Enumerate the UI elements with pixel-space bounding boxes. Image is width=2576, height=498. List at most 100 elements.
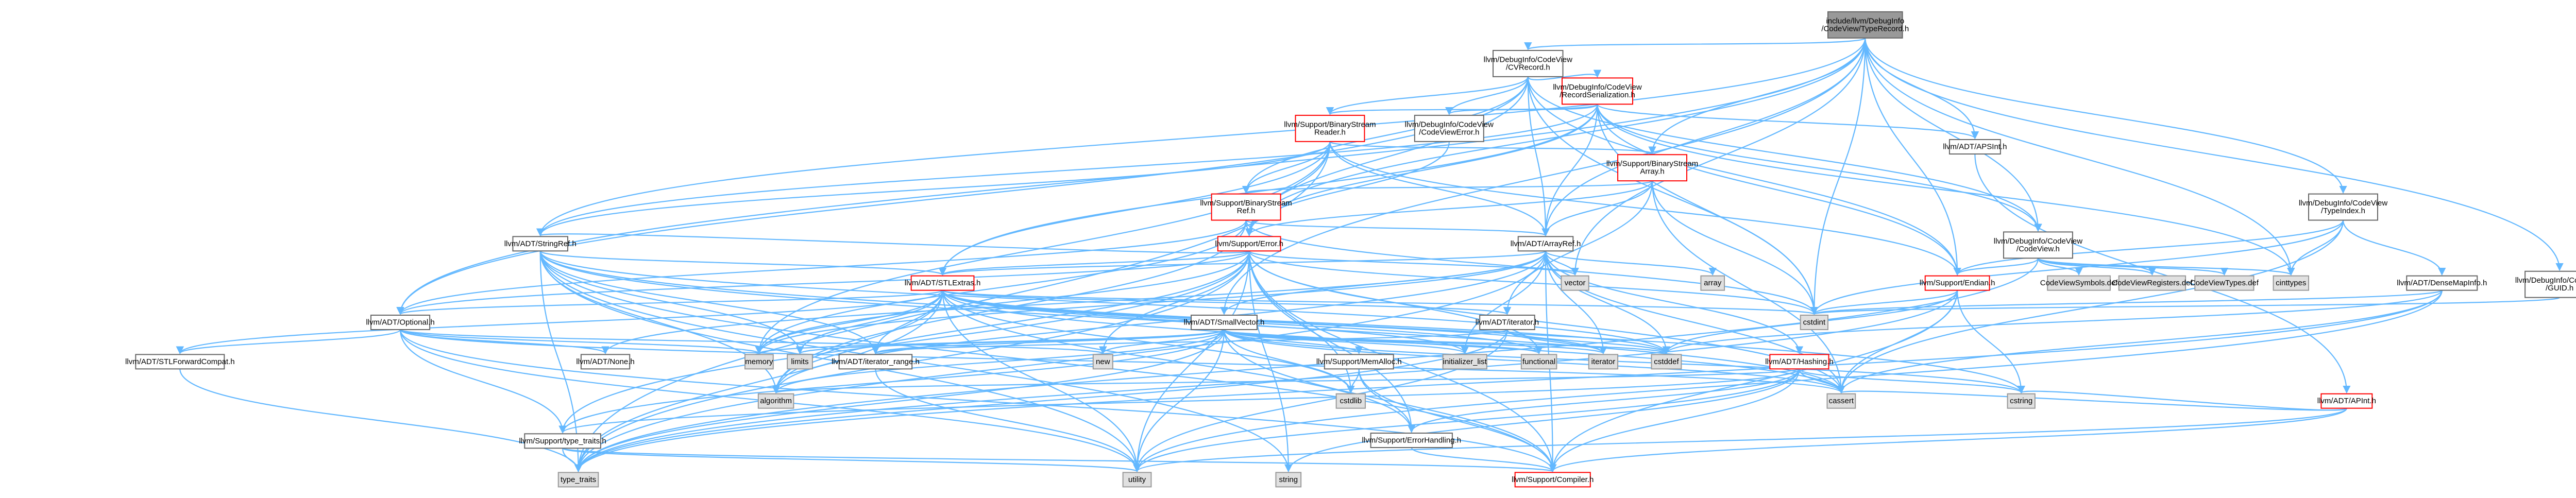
edge-cvrecord-to-arrayref: [1527, 76, 1550, 236]
node-box: [370, 315, 431, 331]
node-label: /RecordSerialization.h: [1560, 91, 1635, 99]
edge-iterator-to-cstddef: [1506, 329, 1670, 354]
node-stringref[interactable]: llvm/ADT/StringRef.h: [504, 236, 577, 252]
node-codeview[interactable]: llvm/DebugInfo/CodeView/CodeView.h: [1994, 231, 2082, 259]
node-iterator[interactable]: llvm/ADT/iterator.h: [1476, 315, 1539, 331]
node-memalloc[interactable]: llvm/Support/MemAlloc.h: [1316, 354, 1402, 370]
node-root[interactable]: include/llvm/DebugInfo/CodeView/TypeReco…: [1821, 11, 1909, 39]
node-label: llvm/Support/type_traits.h: [519, 437, 606, 445]
node-label: llvm/Support/ErrorHandling.h: [1362, 436, 1461, 445]
node-label: llvm/ADT/ArrayRef.h: [1511, 239, 1581, 248]
node-label: array: [1704, 279, 1722, 287]
node-error[interactable]: llvm/Support/Error.h: [1215, 236, 1283, 252]
node-label: llvm/Support/Compiler.h: [1512, 475, 1594, 484]
node-guid[interactable]: llvm/DebugInfo/CodeView/GUID.h: [2515, 270, 2576, 298]
node-label: llvm/DebugInfo/CodeView: [2515, 276, 2576, 285]
node-box: [1562, 77, 1633, 105]
node-label: cstdlib: [1340, 397, 1362, 405]
edge-codeview-to-endian: [1953, 257, 2039, 276]
edge-cvrecord-to-bsref: [1242, 76, 1529, 194]
edge-smallvector-to-type_traits: [574, 329, 1225, 472]
node-label: Ref.h: [1237, 207, 1256, 215]
node-box: [2118, 275, 2187, 291]
edge-recser-to-cstdint: [1597, 104, 1819, 315]
node-box: [1370, 433, 1453, 449]
node-label: llvm/ADT/DenseMapInfo.h: [2397, 279, 2487, 287]
edge-codeview-to-cvsymbols: [2037, 257, 2083, 276]
node-apint[interactable]: llvm/ADT/APInt.h: [2317, 393, 2376, 409]
node-cinttypes: cinttypes: [2273, 275, 2310, 291]
node-densemapinfo[interactable]: llvm/ADT/DenseMapInfo.h: [2397, 275, 2487, 291]
node-box: [557, 472, 599, 488]
node-label: llvm/Support/BinaryStream: [1200, 199, 1292, 208]
node-box: [838, 354, 913, 370]
node-typetraits[interactable]: llvm/Support/type_traits.h: [519, 433, 606, 449]
node-label: llvm/ADT/Optional.h: [366, 318, 434, 327]
node-label: iterator: [1591, 357, 1616, 366]
edge-endian-to-cassert: [1837, 290, 1958, 394]
edge-root-to-cinttypes: [1865, 38, 2295, 276]
node-label: cstring: [2010, 397, 2032, 405]
edge-stringref-to-stlextras: [539, 250, 946, 276]
node-none[interactable]: llvm/ADT/None.h: [576, 354, 635, 370]
node-box: [1517, 236, 1574, 252]
edge-arrayref-to-stlextras: [939, 250, 1547, 276]
node-label: include/llvm/DebugInfo: [1826, 16, 1904, 25]
edge-error-to-string: [1248, 251, 1293, 472]
node-stlforward[interactable]: llvm/ADT/STLForwardCompat.h: [125, 354, 235, 370]
edge-smallvector-to-compiler: [1223, 329, 1557, 472]
edge-densemapinfo-to-type_traits: [574, 290, 2443, 472]
node-label: llvm/ADT/STLForwardCompat.h: [125, 357, 235, 366]
node-label: llvm/ADT/iterator_range.h: [832, 357, 920, 366]
node-box: [910, 275, 975, 291]
edge-root-to-endian: [1865, 38, 1961, 276]
node-errhandling[interactable]: llvm/Support/ErrorHandling.h: [1362, 433, 1461, 449]
edge-hashing-to-algorithm: [772, 368, 1800, 394]
edge-stlextras-to-iteratorstd: [942, 290, 1607, 354]
node-hashing[interactable]: llvm/ADT/Hashing.h: [1765, 354, 1834, 370]
edge-recser-to-stringref: [536, 104, 1598, 236]
edge-root-to-arrayref: [1541, 38, 1866, 236]
node-cverror[interactable]: llvm/DebugInfo/CodeView/CodeViewError.h: [1405, 114, 1494, 142]
edge-root-to-cvrecord: [1524, 37, 1866, 50]
node-endian[interactable]: llvm/Support/Endian.h: [1920, 275, 1995, 291]
node-arrayref[interactable]: llvm/ADT/ArrayRef.h: [1511, 236, 1581, 252]
edge-stlextras-to-iterator: [942, 289, 1511, 315]
node-label: llvm/Support/BinaryStream: [1284, 120, 1376, 129]
edge-iterator-to-type_traits: [574, 329, 1508, 472]
edge-bsreader-to-stlextras: [938, 141, 1331, 276]
node-cvrecord[interactable]: llvm/DebugInfo/CodeView/CVRecord.h: [1484, 49, 1572, 77]
node-box: [1700, 275, 1725, 291]
edge-optional-to-memory: [399, 329, 763, 354]
node-string: string: [1275, 472, 1302, 488]
node-label: limits: [791, 357, 808, 366]
node-typeindex[interactable]: llvm/DebugInfo/CodeView/TypeIndex.h: [2299, 193, 2387, 221]
node-smallvector[interactable]: llvm/ADT/SmallVector.h: [1184, 315, 1265, 331]
edge-cvrecord-to-codeview: [1527, 76, 2042, 232]
node-iterrange[interactable]: llvm/ADT/iterator_range.h: [832, 354, 920, 370]
node-label: Reader.h: [1314, 128, 1346, 136]
node-iteratorstd: iterator: [1588, 354, 1619, 370]
edge-smallvector-to-iteratorstd: [1223, 329, 1607, 354]
node-box: [1275, 472, 1302, 488]
node-compiler[interactable]: llvm/Support/Compiler.h: [1512, 472, 1594, 488]
node-recser[interactable]: llvm/DebugInfo/CodeView/RecordSerializat…: [1553, 77, 1642, 105]
edge-hashing-to-cstring: [1799, 368, 2025, 394]
edge-bsarray-to-arrayref: [1541, 181, 1653, 236]
edge-memalloc-to-cstdlib: [1347, 369, 1360, 394]
node-box: [2194, 275, 2255, 291]
node-box: [1092, 354, 1113, 370]
node-stlextras[interactable]: llvm/ADT/STLExtras.h: [905, 275, 981, 291]
node-label: type_traits: [561, 475, 596, 484]
node-box: [1211, 193, 1281, 221]
edge-error-to-compiler: [1248, 251, 1557, 472]
edge-bsarray-to-cstdint: [1651, 181, 1819, 315]
node-apsint[interactable]: llvm/ADT/APSInt.h: [1943, 139, 2007, 155]
node-label: cstdint: [1803, 318, 1826, 327]
edge-arrayref-to-none: [601, 251, 1547, 354]
node-optional[interactable]: llvm/ADT/Optional.h: [366, 315, 435, 331]
node-box: [787, 354, 813, 370]
